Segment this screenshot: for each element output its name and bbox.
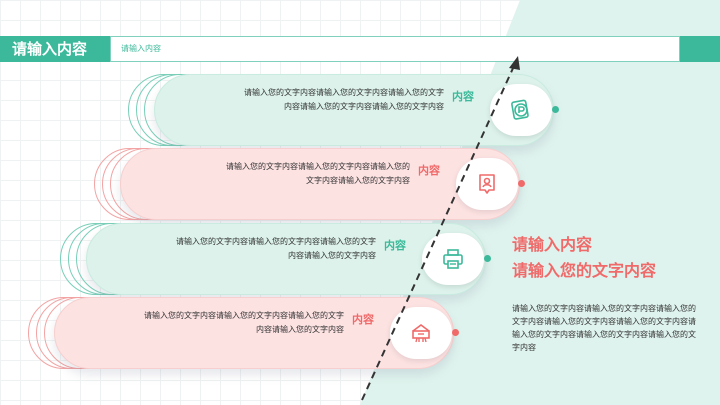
row-text-line: 请输入您的文字内容请输入您的文字内容请输入您的 — [226, 162, 410, 171]
row-text: 请输入您的文字内容请输入您的文字内容请输入您的文字 内容请输入您的文字内容 — [144, 309, 344, 337]
row-text-line: 请输入您的文字内容请输入您的文字内容请输入您的文字 — [176, 237, 376, 246]
icon-bubble — [456, 158, 518, 210]
row-text-line: 请输入您的文字内容请输入您的文字内容请输入您的文字 — [144, 311, 344, 320]
pill-card — [54, 297, 454, 369]
list-item: 请输入您的文字内容请输入您的文字内容请输入您的文字 内容请输入您的文字内容 内容 — [60, 223, 492, 295]
row-text-line: 内容请输入您的文字内容请输入您的文字内容 — [284, 102, 444, 111]
id-badge-icon — [479, 174, 495, 194]
row-label: 内容 — [418, 164, 440, 177]
icon-bubble — [422, 233, 484, 285]
row-text-line: 内容请输入您的文字内容 — [256, 325, 344, 334]
row-dot — [518, 180, 525, 187]
row-label: 内容 — [384, 239, 406, 252]
row-label: 内容 — [452, 90, 474, 103]
side-title-line: 请输入您的文字内容 — [512, 261, 657, 280]
row-text: 请输入您的文字内容请输入您的文字内容请输入您的文字 内容请输入您的文字内容 — [176, 235, 376, 263]
header-end-block — [680, 36, 720, 62]
header: 请输入内容 请输入内容 — [0, 36, 720, 62]
page-title: 请输入内容 — [0, 36, 110, 62]
pill-card — [120, 148, 520, 220]
pill-card — [86, 223, 486, 295]
icon-bubble — [390, 307, 452, 359]
header-subtitle: 请输入内容 — [121, 44, 161, 53]
certificate-icon — [412, 324, 430, 343]
row-dot — [484, 255, 491, 262]
parking-sign-icon — [511, 99, 529, 120]
row-text: 请输入您的文字内容请输入您的文字内容请输入您的 文字内容请输入您的文字内容 — [226, 160, 410, 188]
side-body-text: 请输入您的文字内容请输入您的文字内容请输入您的文字内容请输入您的文字内容请输入您… — [512, 304, 696, 352]
list-item: 请输入您的文字内容请输入您的文字内容请输入您的 文字内容请输入您的文字内容 内容 — [94, 148, 526, 220]
row-dot — [452, 329, 459, 336]
row-text: 请输入您的文字内容请输入您的文字内容请输入您的文字 内容请输入您的文字内容请输入… — [244, 86, 444, 114]
row-text-line: 内容请输入您的文字内容 — [288, 251, 376, 260]
row-text-line: 文字内容请输入您的文字内容 — [306, 176, 410, 185]
row-label: 内容 — [352, 313, 374, 326]
row-text-line: 请输入您的文字内容请输入您的文字内容请输入您的文字 — [244, 88, 444, 97]
printer-icon — [443, 249, 463, 269]
side-title: 请输入内容 请输入您的文字内容 — [512, 232, 656, 284]
side-title-line: 请输入内容 — [512, 235, 593, 254]
list-item: 请输入您的文字内容请输入您的文字内容请输入您的文字 内容请输入您的文字内容 内容 — [28, 297, 460, 369]
list-item: 请输入您的文字内容请输入您的文字内容请输入您的文字 内容请输入您的文字内容请输入… — [128, 74, 560, 146]
row-dot — [552, 106, 559, 113]
icon-bubble — [490, 84, 552, 136]
header-bar: 请输入内容 — [110, 36, 680, 62]
